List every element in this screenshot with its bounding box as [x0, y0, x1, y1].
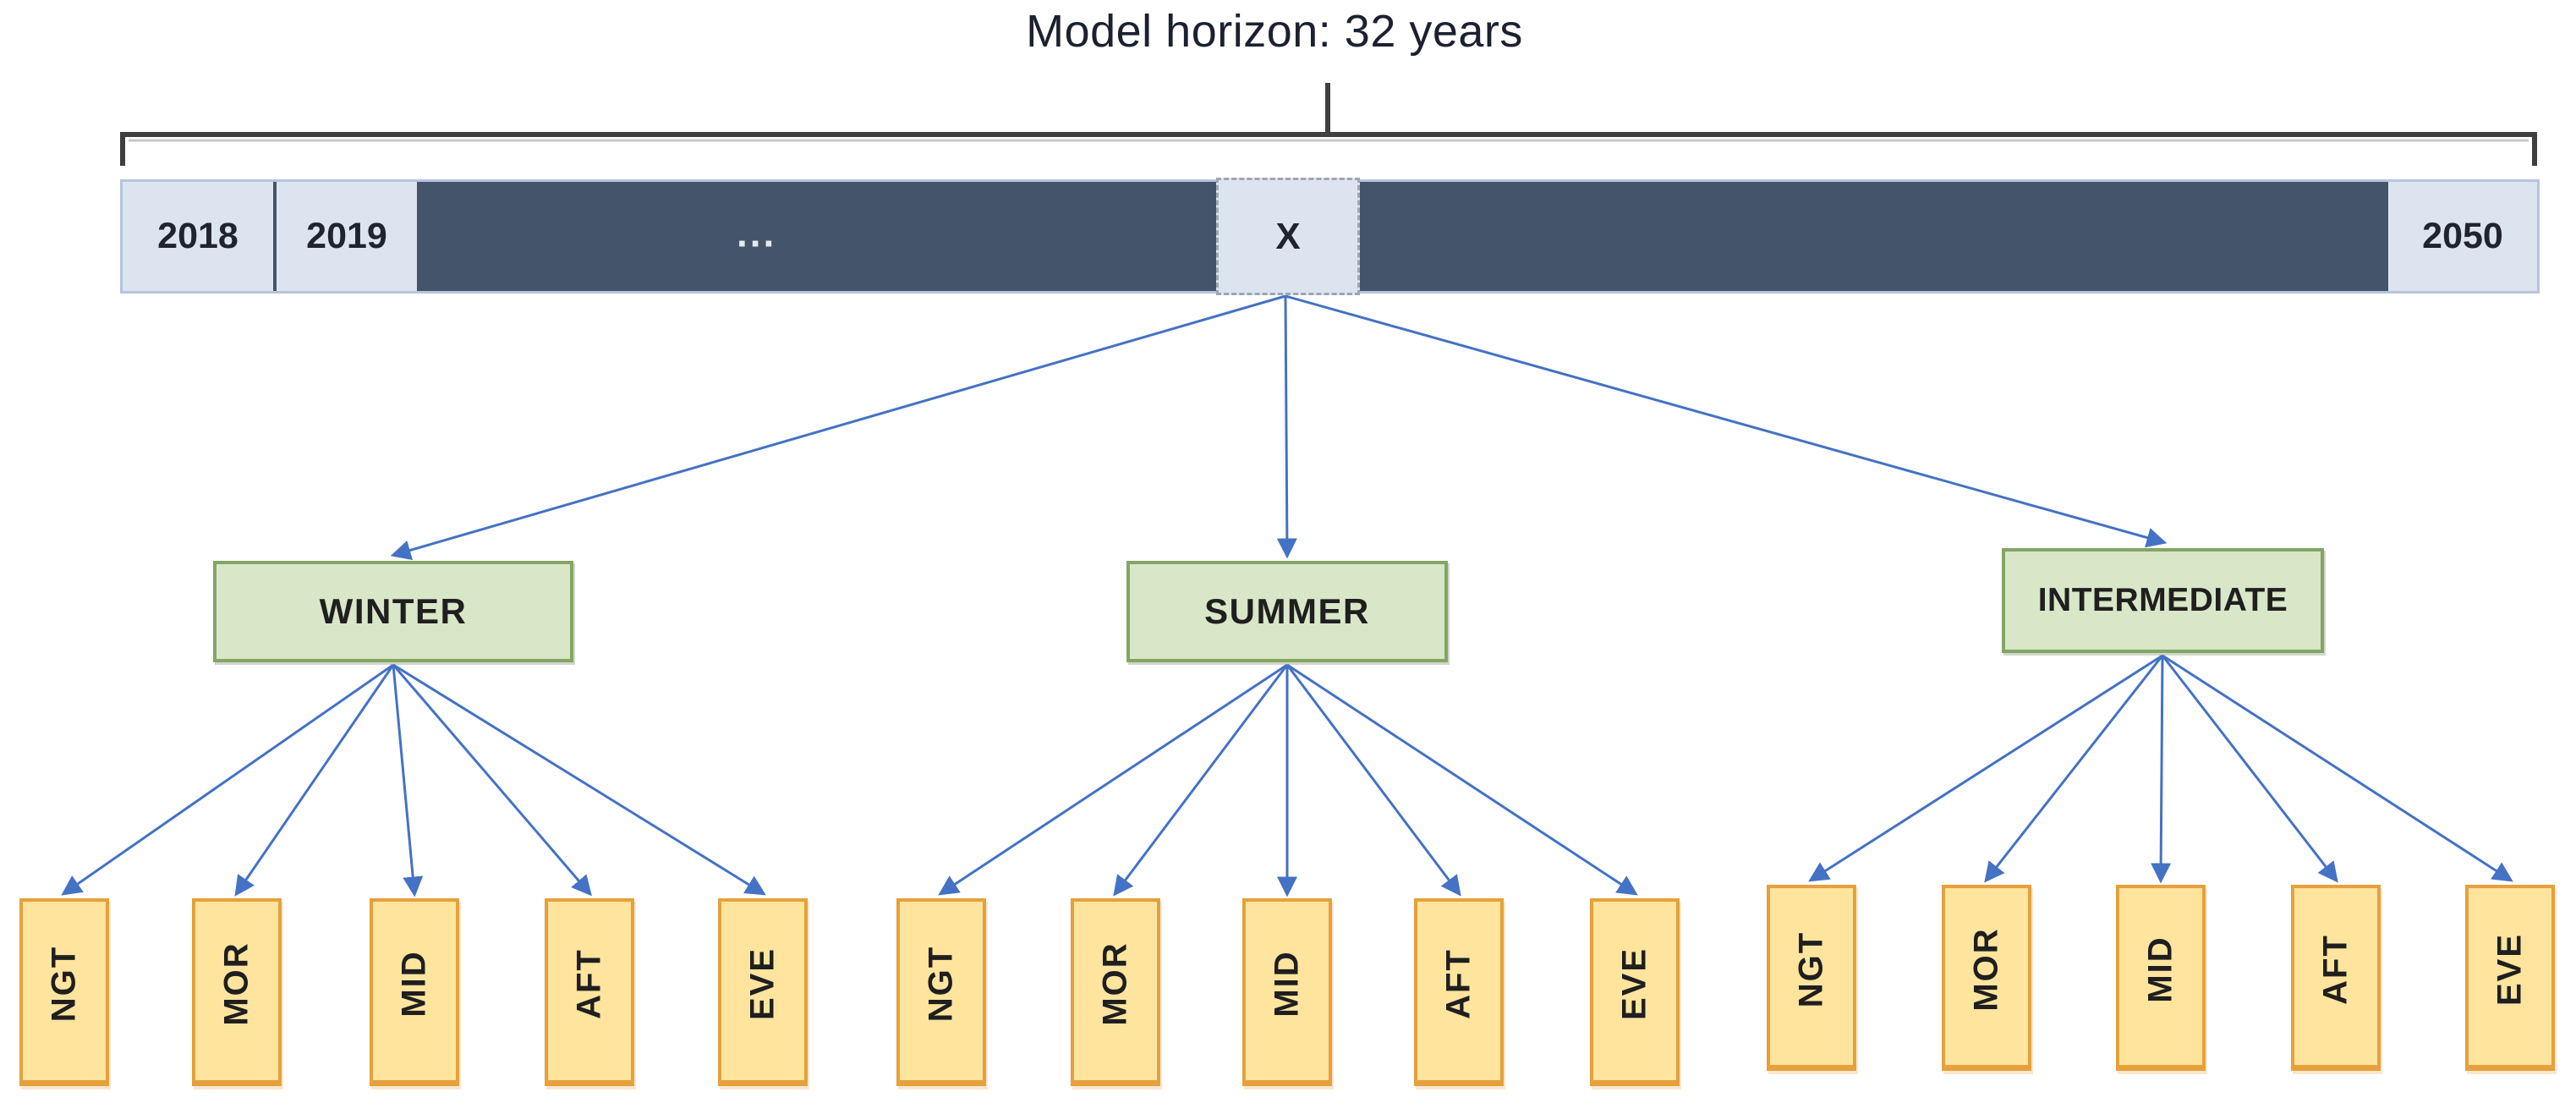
arrow-x-to-winter: [390, 294, 1286, 561]
daypart-box-winter-aft: AFT: [545, 898, 634, 1086]
arrow-winter-to-mor: [234, 664, 395, 897]
daypart-label: MOR: [1096, 941, 1134, 1026]
daypart-label: NGT: [922, 945, 960, 1023]
daypart-box-summer-mor: MOR: [1071, 898, 1160, 1086]
daypart-label: EVE: [1615, 947, 1653, 1021]
connector-lines: [61, 294, 2513, 897]
year-label: 2019: [306, 216, 387, 256]
arrow-intermediate-to-ngt: [1808, 654, 2163, 882]
timeline-cell-2018: 2018: [123, 182, 273, 291]
daypart-box-intermediate-eve: EVE: [2465, 885, 2555, 1071]
daypart-label: AFT: [1439, 948, 1477, 1019]
daypart-label: NGT: [45, 945, 83, 1023]
season-box-intermediate: INTERMEDIATE: [2002, 548, 2324, 653]
year-label: 2050: [2422, 216, 2503, 256]
season-label: INTERMEDIATE: [2037, 582, 2288, 618]
daypart-label: EVE: [743, 947, 781, 1021]
arrow-winter-to-aft: [392, 664, 592, 897]
arrow-intermediate-to-mid: [2151, 655, 2172, 884]
arrow-summer-to-ngt: [938, 663, 1288, 896]
daypart-box-winter-mor: MOR: [192, 898, 282, 1086]
arrow-intermediate-to-aft: [2161, 655, 2338, 883]
daypart-label: MID: [2141, 936, 2179, 1003]
daypart-box-intermediate-aft: AFT: [2291, 885, 2381, 1071]
arrow-winter-to-eve: [392, 663, 766, 896]
daypart-label: AFT: [2316, 934, 2354, 1006]
arrow-summer-to-mor: [1113, 664, 1289, 897]
daypart-label: MOR: [217, 941, 255, 1026]
daypart-box-summer-aft: AFT: [1414, 898, 1504, 1086]
arrow-x-to-intermediate: [1285, 294, 2168, 548]
arrow-x-to-summer: [1276, 295, 1297, 559]
timeline-cell-2019: 2019: [273, 182, 417, 291]
daypart-label: EVE: [2491, 933, 2529, 1007]
daypart-box-winter-ngt: NGT: [19, 898, 109, 1086]
daypart-label: MOR: [1967, 927, 2005, 1012]
horizon-brace: [120, 83, 2537, 166]
daypart-box-summer-eve: EVE: [1590, 898, 1680, 1086]
arrow-winter-to-mid: [392, 664, 424, 897]
arrow-intermediate-to-eve: [2162, 654, 2513, 882]
x-year-label: X: [1275, 215, 1301, 257]
season-box-winter: WINTER: [213, 561, 573, 662]
timeline-cell-x: X: [1216, 178, 1360, 295]
daypart-box-intermediate-ngt: NGT: [1767, 885, 1856, 1071]
season-label: WINTER: [319, 591, 468, 631]
daypart-box-winter-mid: MID: [370, 898, 459, 1086]
timeline-cell-2050: 2050: [2388, 182, 2537, 291]
daypart-box-intermediate-mor: MOR: [1942, 885, 2031, 1071]
arrow-summer-to-aft: [1285, 664, 1461, 897]
season-label: SUMMER: [1204, 591, 1370, 631]
daypart-label: MID: [395, 950, 433, 1018]
arrow-winter-to-ngt: [61, 663, 394, 896]
ellipsis-label: ...: [736, 211, 777, 255]
daypart-box-summer-ngt: NGT: [896, 898, 986, 1086]
daypart-box-summer-mid: MID: [1242, 898, 1332, 1086]
timeline-bar: 2018 2019 ... X 2050: [120, 178, 2540, 295]
timeline-segment-ellipsis: ...: [417, 182, 1216, 291]
daypart-label: NGT: [1792, 930, 1830, 1008]
timeline-segment-blank: [1360, 182, 2393, 291]
daypart-label: AFT: [570, 948, 608, 1019]
daypart-label: MID: [1268, 950, 1306, 1018]
daypart-box-intermediate-mid: MID: [2116, 885, 2206, 1071]
year-label: 2018: [157, 216, 238, 256]
season-box-summer: SUMMER: [1126, 561, 1448, 662]
arrow-intermediate-to-mor: [1984, 655, 2164, 883]
daypart-box-winter-eve: EVE: [718, 898, 808, 1086]
diagram-title: Model horizon: 32 years: [1026, 6, 1523, 57]
arrow-summer-to-eve: [1286, 663, 1638, 896]
